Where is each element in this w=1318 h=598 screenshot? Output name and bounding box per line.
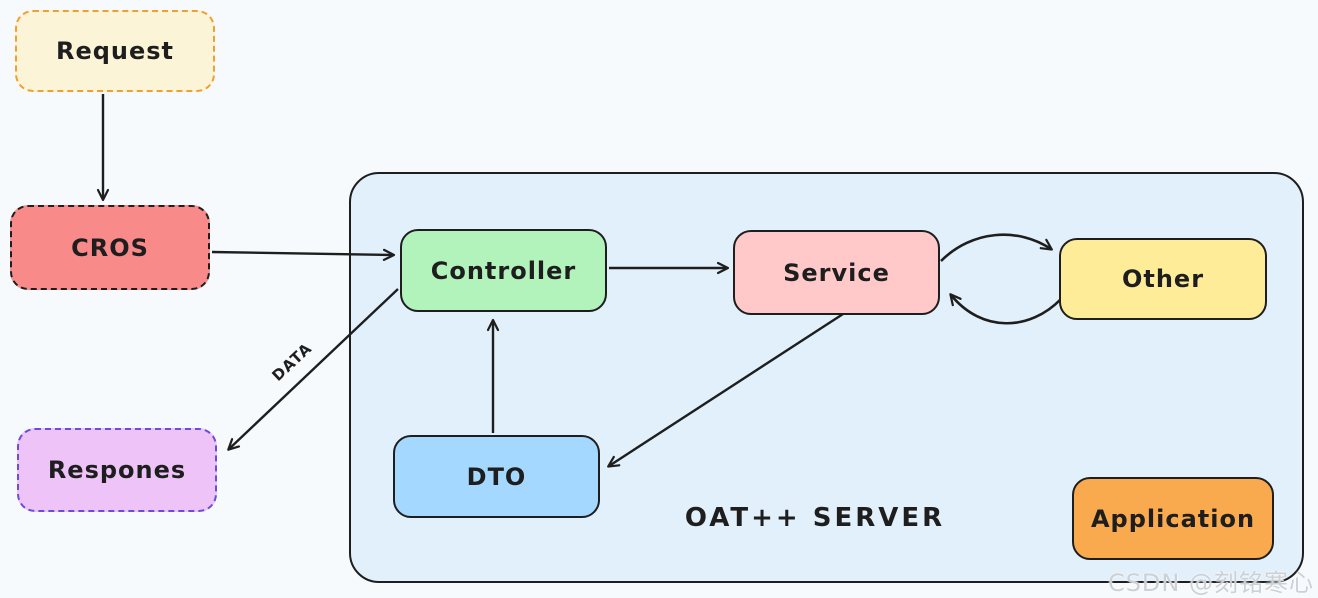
node-cros: CROS	[10, 205, 210, 290]
node-application: Application	[1072, 477, 1274, 560]
node-respones: Respones	[17, 428, 217, 512]
server-container-label: OAT++ SERVER	[684, 503, 946, 533]
node-request: Request	[15, 10, 215, 92]
node-dto: DTO	[393, 435, 600, 518]
edge-label-data: DATA	[268, 339, 316, 385]
watermark: CSDN @刻铭寒心	[1107, 569, 1314, 597]
node-controller: Controller	[400, 229, 607, 312]
node-service: Service	[733, 230, 940, 315]
node-other: Other	[1059, 238, 1267, 320]
